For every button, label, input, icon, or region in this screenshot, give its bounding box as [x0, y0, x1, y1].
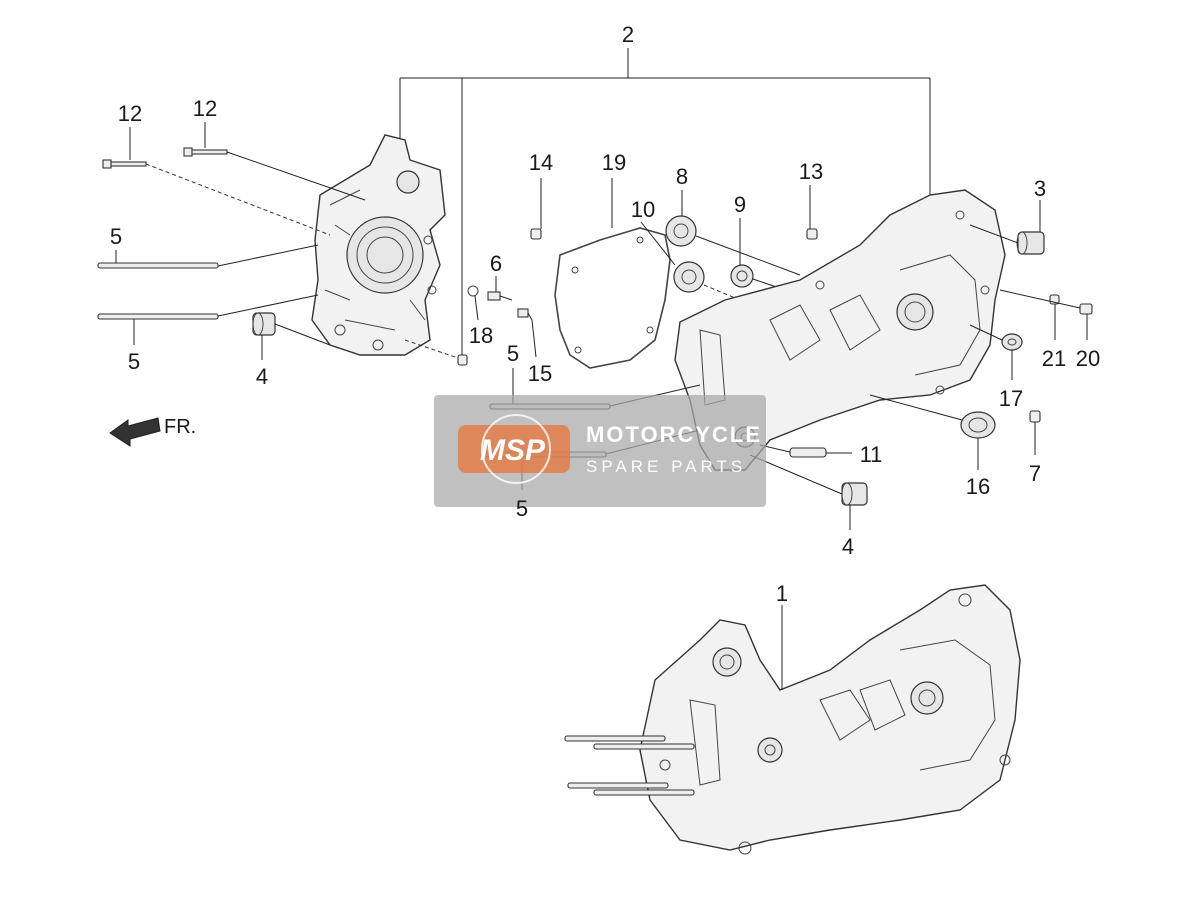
bearing-8 — [665, 215, 801, 276]
callout-5-lower-right: 5 — [516, 496, 528, 521]
front-direction-label: FR. — [164, 416, 196, 438]
screw-20 — [999, 289, 1093, 315]
bolt-12-upper-right — [183, 147, 366, 201]
callout-10: 10 — [631, 197, 655, 222]
callout-5-upper-right: 5 — [507, 341, 519, 366]
seal-17 — [969, 324, 1023, 351]
stud-11 — [759, 444, 827, 458]
dowel-pin-13 — [806, 228, 818, 240]
callout-15: 15 — [528, 361, 552, 386]
bushing-3 — [969, 224, 1045, 255]
watermark-globe-icon — [481, 414, 551, 484]
callout-20: 20 — [1076, 346, 1100, 371]
assembled-crankcase-1 — [564, 584, 1021, 855]
callout-11: 11 — [860, 442, 883, 467]
callout-19: 19 — [602, 150, 626, 175]
assembly-bracket-2 — [399, 48, 931, 358]
watermark-logo-badge — [458, 425, 570, 473]
front-direction-indicator: FR. — [109, 416, 196, 447]
dowel-pin-left — [457, 354, 468, 366]
callout-4-left: 4 — [256, 364, 268, 389]
watermark-line2: SPARE PARTS — [586, 457, 746, 476]
callout-18: 18 — [469, 323, 493, 348]
oil-seal-16 — [869, 394, 996, 439]
o-ring-18 — [467, 285, 479, 297]
stud-5-left-lower — [97, 294, 319, 320]
bolt-12-upper-left — [102, 159, 147, 169]
dowel-pin-14 — [530, 228, 542, 240]
bushing-4-left — [252, 312, 331, 346]
watermark-logo: MSP — [480, 434, 546, 467]
callout-7: 7 — [1029, 461, 1041, 486]
screw-15 — [517, 308, 533, 321]
callout-5-lower-left: 5 — [128, 349, 140, 374]
callout-2: 2 — [622, 22, 634, 47]
callout-12-right: 12 — [193, 96, 217, 121]
stud-5-left-upper — [97, 244, 319, 269]
callout-16: 16 — [966, 474, 990, 499]
callout-labels: 2 12 12 5 5 4 14 19 8 10 9 13 3 6 18 15 … — [110, 22, 1100, 606]
callout-6: 6 — [490, 251, 502, 276]
bearing-10 — [673, 261, 741, 301]
callout-8: 8 — [676, 164, 688, 189]
gasket-19 — [554, 227, 671, 369]
callout-3: 3 — [1034, 176, 1046, 201]
callout-1: 1 — [776, 581, 788, 606]
left-crankcase-half — [311, 134, 446, 356]
callout-21: 21 — [1042, 346, 1066, 371]
callout-17: 17 — [999, 386, 1023, 411]
callout-4-right: 4 — [842, 534, 854, 559]
bushing-4-right — [749, 454, 868, 506]
callout-14: 14 — [529, 150, 553, 175]
callout-9: 9 — [734, 192, 746, 217]
callout-5-upper-left: 5 — [110, 224, 122, 249]
clip-6 — [487, 291, 513, 301]
callout-13: 13 — [799, 159, 823, 184]
watermark: MSP MOTORCYCLE SPARE PARTS — [434, 395, 766, 507]
plug-7 — [1029, 410, 1041, 423]
watermark-line1: MOTORCYCLE — [586, 422, 762, 447]
callout-12-left: 12 — [118, 101, 142, 126]
